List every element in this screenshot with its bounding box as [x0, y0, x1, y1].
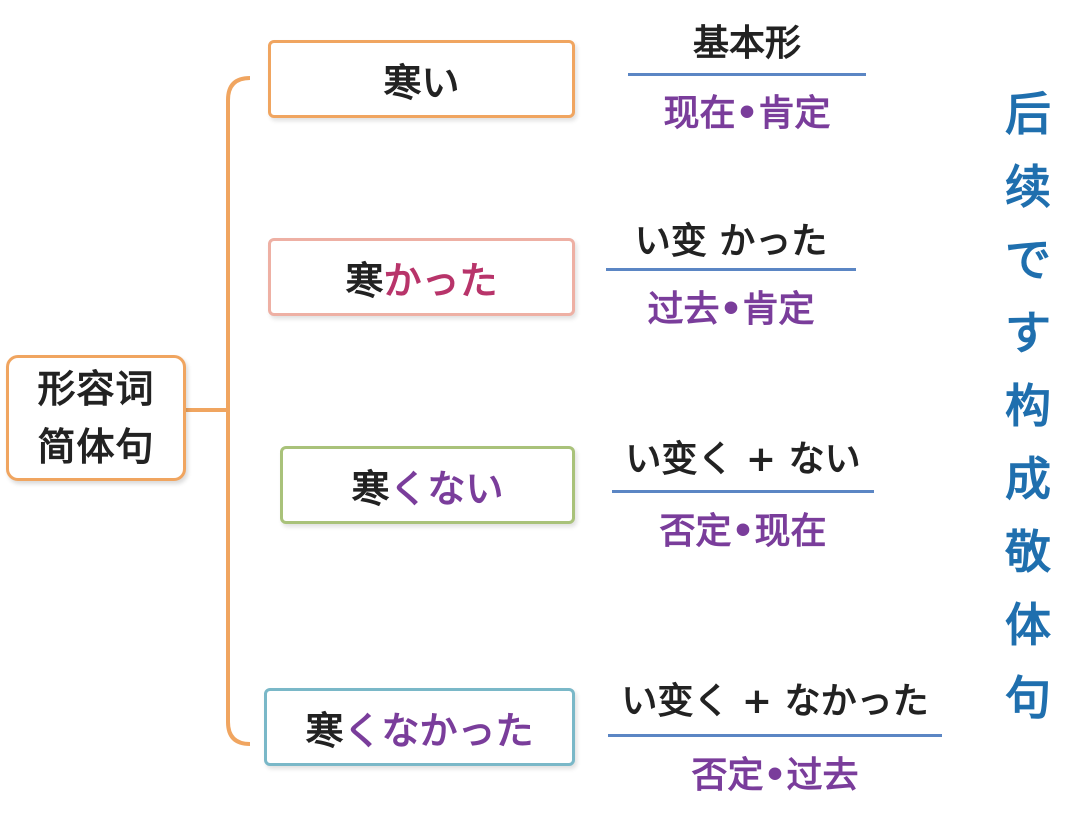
rule-bottom-negative: 否定•现在 [659, 511, 827, 552]
form-stem: 寒 [383, 60, 422, 105]
form-suffix: くなかった [343, 708, 534, 753]
form-suffix: かった [383, 258, 498, 303]
form-stem: 寒 [351, 466, 390, 511]
rule-top-past: い变 かった [634, 221, 828, 262]
side-note-char: 构 [1005, 379, 1051, 433]
side-note-char: 成 [1005, 452, 1051, 506]
form-box-negative-past: 寒くなかった [264, 688, 575, 766]
rule-divider-basic [628, 73, 866, 76]
side-note-char: す [1005, 306, 1051, 360]
side-note-char: 敬 [1005, 525, 1051, 579]
root-node-adjective-plain-sentence: 形容词 简体句 [6, 355, 186, 481]
rule-divider-negative-past [608, 734, 942, 737]
form-stem: 寒 [305, 708, 344, 753]
form-suffix: い [421, 60, 460, 105]
form-box-basic: 寒い [268, 40, 575, 118]
side-note-char: 续 [1005, 160, 1051, 214]
side-note-char: 后 [1005, 87, 1051, 141]
side-note-char: 体 [1005, 598, 1051, 652]
side-note-char: 句 [1005, 671, 1051, 725]
rule-divider-negative [612, 490, 874, 493]
form-box-negative: 寒くない [280, 446, 575, 524]
side-note-char: で [1005, 233, 1051, 287]
rule-divider-past [606, 268, 856, 271]
root-label-line2: 简体句 [37, 425, 155, 469]
side-note-vertical: 后 续 で す 构 成 敬 体 句 [990, 78, 1066, 735]
rule-top-negative-past: い变く + なかった [621, 681, 929, 722]
rule-bottom-past: 过去•肯定 [647, 289, 815, 330]
rule-bottom-negative-past: 否定•过去 [691, 755, 859, 796]
form-suffix: くない [389, 466, 504, 511]
rule-bottom-basic: 现在•肯定 [663, 93, 831, 134]
root-label-line1: 形容词 [37, 367, 155, 411]
form-stem: 寒 [345, 258, 384, 303]
rule-top-negative: い变く + ない [625, 439, 861, 480]
rule-top-basic: 基本形 [692, 23, 801, 64]
form-box-past: 寒かった [268, 238, 575, 316]
